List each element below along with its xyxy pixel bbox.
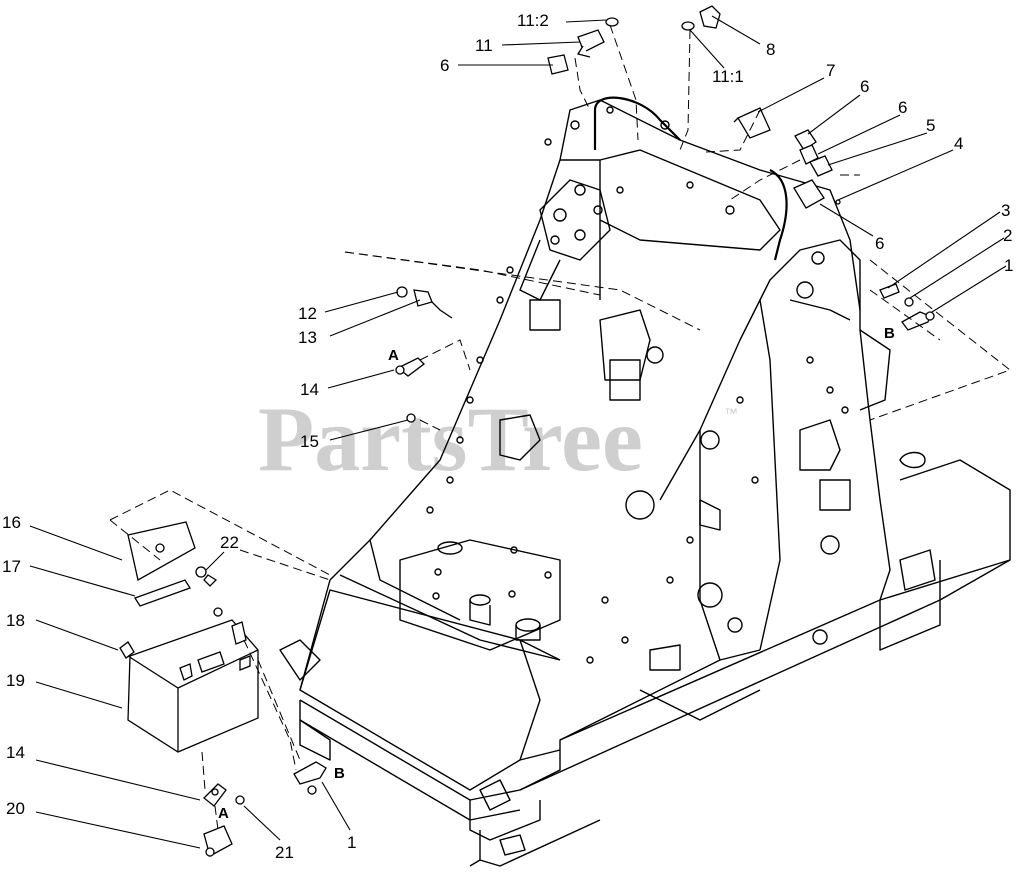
connector-letter-b: B [334, 765, 345, 782]
watermark-trademark: ™ [724, 405, 738, 421]
callout-18: 18 [6, 611, 25, 630]
connector-letter-a: A [388, 347, 399, 364]
connector-letters: A B B A [218, 325, 895, 822]
callout-1: 1 [347, 833, 356, 852]
callout-21: 21 [275, 843, 294, 862]
watermark: PartsTree ™ [258, 388, 738, 490]
callout-17: 17 [2, 557, 21, 576]
callout-3: 3 [1001, 201, 1010, 220]
callout-11: 11 [475, 36, 493, 55]
callout-1: 1 [1004, 256, 1013, 275]
callout-19: 19 [6, 671, 25, 690]
watermark-text: PartsTree [258, 388, 643, 490]
callout-5: 5 [926, 116, 935, 135]
assembly-phantom-lines [109, 24, 1012, 831]
callout-6: 6 [875, 234, 884, 253]
callout-6: 6 [898, 98, 907, 117]
callout-6: 6 [860, 77, 869, 96]
callout-22: 22 [220, 533, 239, 552]
callout-14: 14 [300, 380, 319, 399]
callout-16: 16 [2, 513, 21, 532]
callout-6: 6 [440, 56, 449, 75]
components [119, 5, 935, 857]
callout-4: 4 [954, 134, 963, 153]
callout-20: 20 [6, 799, 25, 818]
callout-7: 7 [826, 61, 835, 80]
callout-2: 2 [1003, 226, 1012, 245]
connector-letter-b: B [884, 325, 895, 342]
callout-labels: 11:2 11 6 8 11:1 7 6 6 5 4 6 3 2 1 12 13… [2, 11, 1013, 862]
callout-leader-lines [29, 15, 1007, 849]
callout-15: 15 [300, 432, 319, 451]
callout-12: 12 [298, 304, 317, 323]
callout-11-1: 11:1 [712, 67, 744, 86]
callout-13: 13 [298, 328, 317, 347]
connector-letter-a: A [218, 805, 229, 822]
callout-14: 14 [6, 743, 25, 762]
callout-11-2: 11:2 [517, 11, 549, 30]
callout-8: 8 [766, 40, 775, 59]
loader-frame-drawing [279, 96, 1011, 867]
